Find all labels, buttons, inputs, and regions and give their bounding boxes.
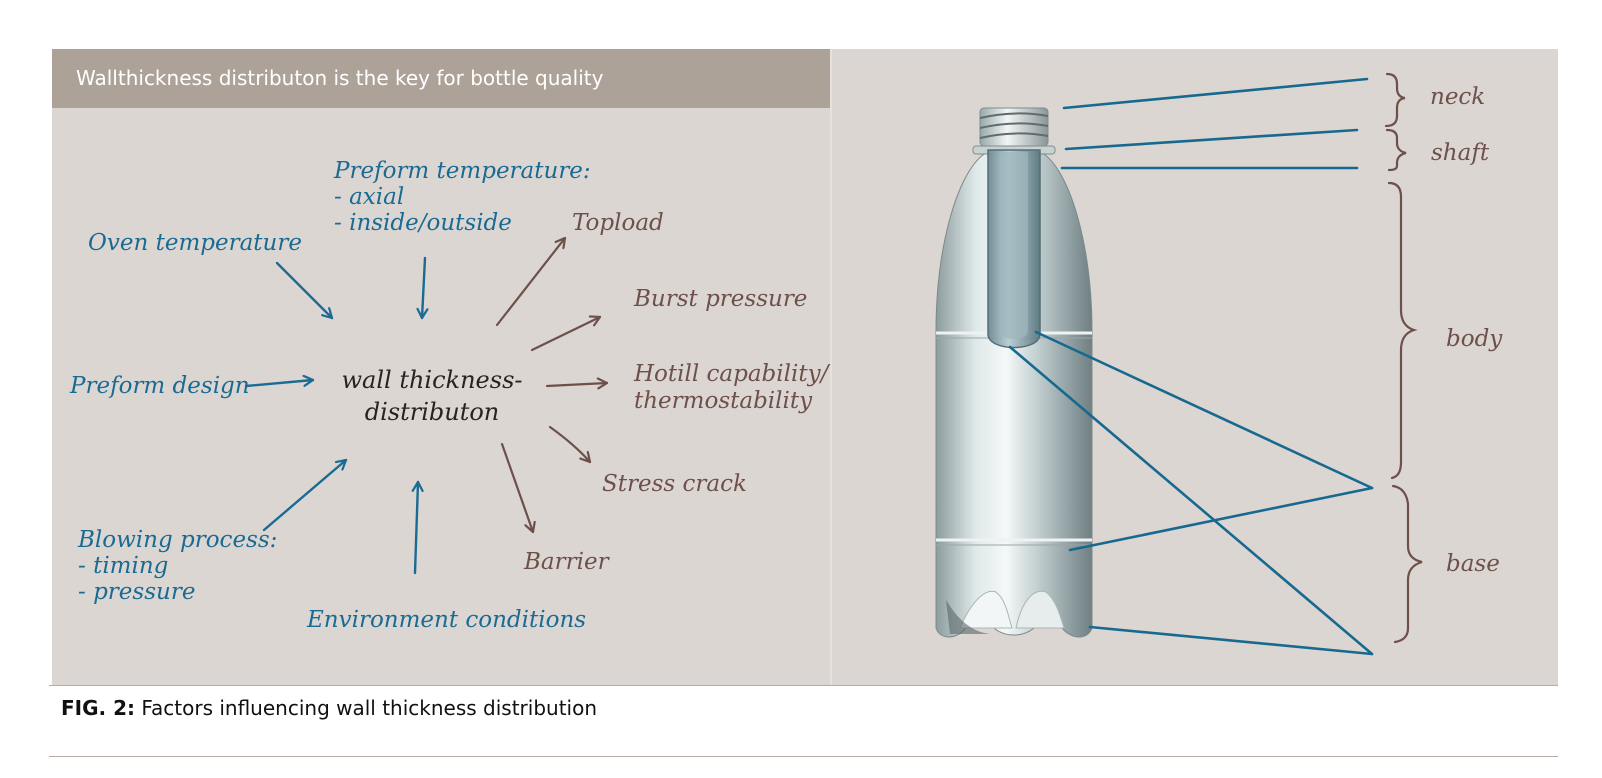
brace-shaft [1385,128,1407,172]
arrow-barrier [500,442,533,534]
leader-neck-top [1062,77,1369,110]
label-stress-crack: Stress crack [602,471,747,497]
caption-text: Factors influencing wall thickness distr… [135,696,598,720]
caption-label: FIG. 2: [61,696,135,720]
brace-base [1391,484,1423,644]
brace-body [1387,181,1418,480]
brace-neck [1384,72,1406,128]
figure-caption: FIG. 2: Factors influencing wall thickne… [61,696,597,720]
label-environment-conditions: Environment conditions [306,607,586,633]
leader-base-top [1068,486,1374,552]
label-preform-design: Preform design [69,373,250,399]
center-label: wall thickness- distributon [342,366,523,426]
label-topload: Topload [572,210,664,236]
bottle-illustration [935,107,1093,638]
leader-neck-bottom [1064,128,1359,151]
label-hotfill-2: thermostability [634,388,813,414]
panel-divider [830,49,832,685]
arrow-preform-design [244,380,315,388]
arrow-blowing-process [262,458,348,532]
label-blowing-process: Blowing process: [77,527,277,553]
center-line-1: wall thickness- [342,366,523,394]
arrow-environment-conditions [415,480,418,575]
label-body: body [1446,326,1503,352]
header-bar: Wallthickness distributon is the key for… [52,49,830,108]
label-hotfill-1: Hotill capability/ [633,361,831,387]
label-preform-temperature-axial: - axial [334,184,404,210]
leader-preform-base [1008,345,1374,656]
center-line-2: distributon [365,398,500,426]
header-title: Wallthickness distributon is the key for… [76,66,604,90]
label-preform-temperature-inside: - inside/outside [334,210,512,236]
arrow-hotfill [545,383,609,386]
label-blowing-pressure: - pressure [78,579,195,605]
label-preform-temperature: Preform temperature: [333,158,591,184]
label-barrier: Barrier [523,549,611,575]
arrow-oven-temperature [275,261,334,320]
arrow-preform-temperature [422,256,425,320]
figure-panel [52,49,1558,685]
label-burst-pressure: Burst pressure [633,286,807,312]
bottom-rule [49,756,1558,757]
leader-body-bottom [1034,330,1374,490]
arrow-burst-pressure [530,317,602,352]
label-blowing-timing: - timing [78,553,168,579]
leader-base-bottom [1088,625,1374,656]
label-neck: neck [1430,84,1485,110]
label-oven-temperature: Oven temperature [88,230,302,256]
label-base: base [1446,551,1500,577]
panel-bottom-rule [49,685,1558,686]
arrow-stress-crack [548,425,592,464]
label-shaft: shaft [1431,140,1490,166]
arrow-topload [495,236,567,327]
